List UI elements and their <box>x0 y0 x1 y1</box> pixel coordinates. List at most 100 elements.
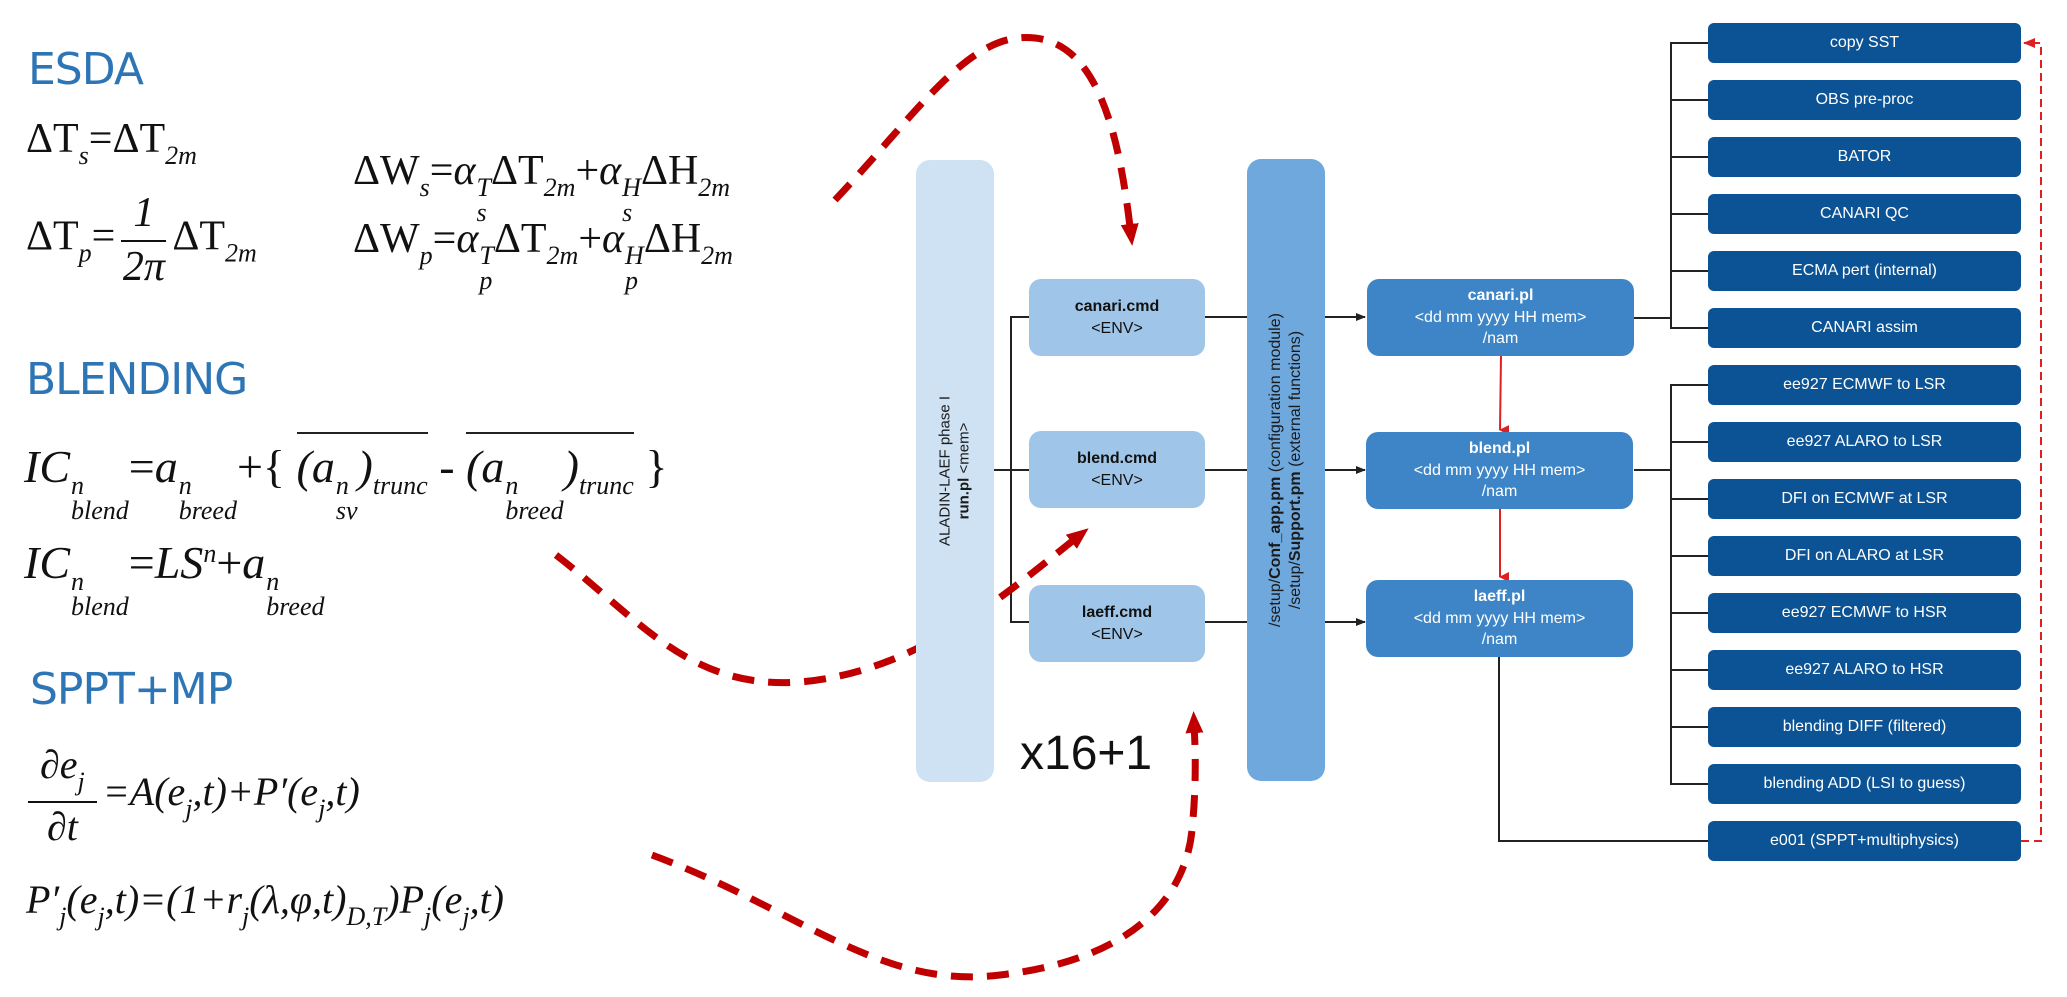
eq-term: =A(e <box>102 769 186 815</box>
eq-term: ,t) <box>469 877 504 922</box>
eq-sub: j <box>242 902 250 931</box>
eq-term: IC <box>24 537 70 588</box>
eq-term: (λ,φ,t) <box>249 877 347 922</box>
eq-term: ΔH <box>643 216 702 262</box>
eq-sign: = <box>128 441 155 492</box>
eq-sub: 2m <box>165 141 197 170</box>
eq-sub: j <box>77 767 85 796</box>
eq-sup: n <box>71 567 84 596</box>
task-blending-diff[interactable]: blending DIFF (filtered) <box>1708 707 2021 747</box>
eq-sup: n <box>203 539 217 568</box>
blend-pl-box[interactable]: blend.pl <dd mm yyyy HH mem> /nam <box>1366 432 1633 509</box>
eq-sub: p <box>625 265 639 295</box>
blend-cmd-box[interactable]: blend.cmd <ENV> <box>1029 431 1205 508</box>
task-ee927-ecmwf-lsr[interactable]: ee927 ECMWF to LSR <box>1708 365 2021 405</box>
task-canari-assim[interactable]: CANARI assim <box>1708 308 2021 348</box>
eq-sup: n <box>266 567 280 596</box>
eq-sub: trunc <box>578 471 634 500</box>
eq-sup: H <box>625 241 644 270</box>
pl-args: <dd mm yyyy HH mem> <box>1413 609 1586 627</box>
eq-term: IC <box>24 441 70 492</box>
eq-term: ∂e <box>40 742 78 787</box>
run-pl-panel[interactable]: ALADIN-LAEF phase I run.pl <mem> <box>916 160 994 782</box>
esda-eq-ts: ΔTs=ΔT2m <box>26 118 197 169</box>
pl-args: <dd mm yyyy HH mem> <box>1413 461 1586 479</box>
laeff-to-e001-line <box>1498 657 1708 842</box>
canari-pl-box[interactable]: canari.pl <dd mm yyyy HH mem> /nam <box>1367 279 1634 356</box>
eq-term: ΔW <box>353 216 420 262</box>
sppt-heading: SPPT+MP <box>30 664 233 715</box>
task-ee927-alaro-hsr[interactable]: ee927 ALARO to HSR <box>1708 650 2021 690</box>
eq-term: ,t)=(1+r <box>104 877 243 922</box>
eq-sign: + <box>578 216 602 262</box>
laeff-pl-box[interactable]: laeff.pl <dd mm yyyy HH mem> /nam <box>1366 580 1633 657</box>
eq-sub: j <box>318 794 326 824</box>
eq-sub: j <box>59 902 67 931</box>
task-blending-add[interactable]: blending ADD (LSI to guess) <box>1708 764 2021 804</box>
run-panel-script: run.pl <box>955 477 972 520</box>
eq-term: α <box>602 216 625 262</box>
task-dfi-alaro-lsr[interactable]: DFI on ALARO at LSR <box>1708 536 2021 576</box>
eq-sign: = <box>432 216 457 262</box>
eq-sign: - <box>439 441 455 492</box>
support-module-name: Support.pm <box>1287 471 1304 562</box>
eq-sub: 2m <box>543 173 576 202</box>
eq-sign: = <box>128 537 155 588</box>
eq-term: (a <box>296 441 335 492</box>
eq-term: ΔW <box>353 148 420 194</box>
eq-term: a <box>242 537 266 588</box>
sppt-eq-1: ∂ej∂t=A(ej,t)+P′(ej,t) <box>28 745 360 847</box>
blending-heading: BLENDING <box>26 354 248 405</box>
laeff-cmd-box[interactable]: laeff.cmd <ENV> <box>1029 585 1205 662</box>
cmd-env: <ENV> <box>1091 625 1143 643</box>
eq-sup: n <box>71 471 84 500</box>
fraction-denominator: 2π <box>122 244 165 290</box>
eq-sign: + <box>236 441 263 492</box>
eq-term: LS <box>154 537 204 588</box>
eq-term: ΔT <box>26 213 79 260</box>
run-panel-args: <mem> <box>955 422 972 478</box>
task-obs-preproc[interactable]: OBS pre-proc <box>1708 80 2021 120</box>
config-module-name: Conf_app.pm <box>1267 476 1284 579</box>
eq-sub: 2m <box>225 238 257 268</box>
task-canari-qc[interactable]: CANARI QC <box>1708 194 2021 234</box>
eq-sub: j <box>97 902 105 931</box>
eq-term: P′ <box>26 877 60 922</box>
task-ecma-pert[interactable]: ECMA pert (internal) <box>1708 251 2021 291</box>
eq-sub: p <box>78 238 92 268</box>
eq-brace: } <box>645 441 668 492</box>
pl-name: canari.pl <box>1467 287 1534 305</box>
fraction: ∂ej∂t <box>28 745 97 847</box>
eq-term: α <box>456 216 479 262</box>
config-line-2: /setup/Support.pm (external functions) <box>1286 313 1306 627</box>
task-bator[interactable]: BATOR <box>1708 137 2021 177</box>
pl-nam: /nam <box>1481 483 1518 501</box>
canari-to-blend-arrow <box>1499 355 1510 436</box>
eq-sub: j <box>185 794 193 824</box>
task-dfi-ecmwf-lsr[interactable]: DFI on ECMWF at LSR <box>1708 479 2021 519</box>
eq-sign: + <box>575 148 600 194</box>
eq-sub: breed <box>266 591 325 621</box>
task-e001-sppt[interactable]: e001 (SPPT+multiphysics) <box>1708 821 2021 861</box>
eq-sub: j <box>424 902 432 931</box>
task-copy-sst[interactable]: copy SST <box>1708 23 2021 63</box>
canari-cmd-box[interactable]: canari.cmd <ENV> <box>1029 279 1205 356</box>
config-label: /setup/Conf_app.pm (configuration module… <box>1266 313 1306 627</box>
eq-term: (a <box>466 441 505 492</box>
task-ee927-ecmwf-hsr[interactable]: ee927 ECMWF to HSR <box>1708 593 2021 633</box>
eq-term: (e <box>431 877 463 922</box>
fraction-numerator: 1 <box>121 192 167 242</box>
run-pl-label: ALADIN-LAEF phase I run.pl <mem> <box>936 396 974 546</box>
cmd-name: blend.cmd <box>1076 449 1157 467</box>
config-path: /setup/ <box>1287 561 1304 610</box>
blend-task-bracket <box>1634 384 1708 785</box>
config-panel[interactable]: /setup/Conf_app.pm (configuration module… <box>1247 159 1325 781</box>
task-ee927-alaro-lsr[interactable]: ee927 ALARO to LSR <box>1708 422 2021 462</box>
eq-term: ΔH <box>640 148 699 194</box>
